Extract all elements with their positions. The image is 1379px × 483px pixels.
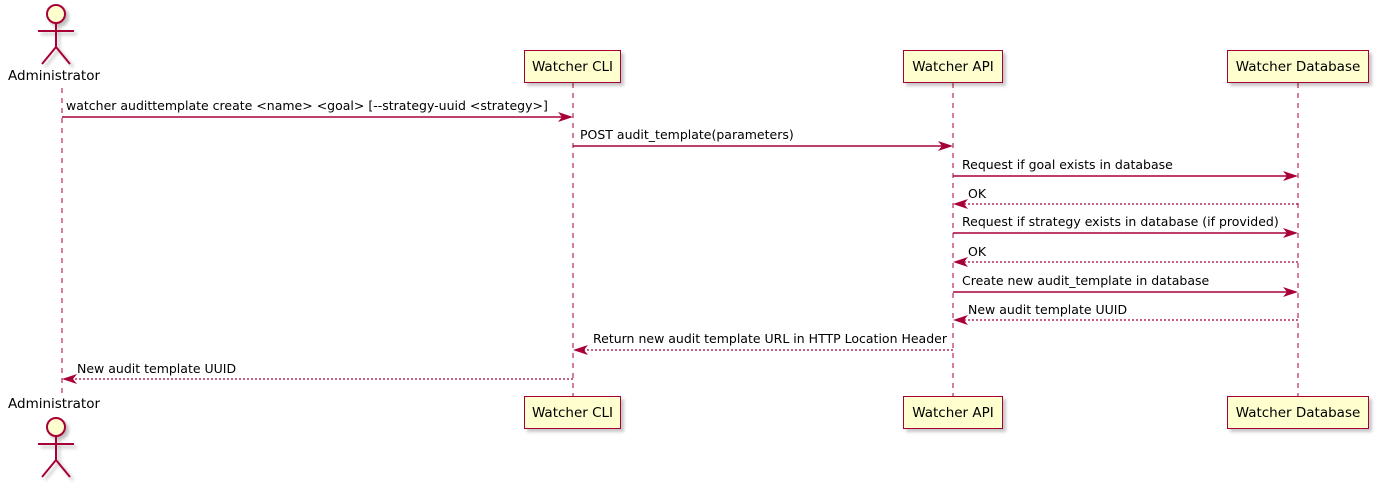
arrow-head-5 (1283, 228, 1298, 238)
arrow-head-1 (558, 112, 573, 122)
lifelines (61, 83, 1299, 396)
message-label-7: Create new audit_template in database (962, 273, 1210, 288)
message-label-2: POST audit_template(parameters) (580, 127, 794, 142)
actor-label-administrator-bottom: Administrator (8, 396, 101, 412)
message-label-1: watcher audittemplate create <name> <goa… (66, 98, 548, 113)
message-label-9: Return new audit template URL in HTTP Lo… (593, 331, 947, 346)
participant-label-watcher-api-bottom: Watcher API (912, 404, 994, 421)
arrow-head-8 (953, 315, 968, 325)
participant-box-watcher-database-top[interactable]: Watcher Database (1227, 50, 1369, 83)
participant-label-watcher-database-bottom: Watcher Database (1235, 404, 1361, 421)
arrow-head-7 (1283, 287, 1298, 297)
participant-box-watcher-database-bottom[interactable]: Watcher Database (1227, 396, 1369, 429)
message-label-8: New audit template UUID (968, 302, 1128, 317)
participant-box-watcher-api-top[interactable]: Watcher API (903, 50, 1003, 83)
participant-label-watcher-api-top: Watcher API (912, 58, 994, 75)
participant-box-watcher-cli-bottom[interactable]: Watcher CLI (524, 396, 621, 429)
arrow-head-4 (953, 199, 968, 209)
participant-box-watcher-cli-top[interactable]: Watcher CLI (524, 50, 621, 83)
participant-box-watcher-api-bottom[interactable]: Watcher API (903, 396, 1003, 429)
arrow-head-10 (62, 374, 77, 384)
arrow-head-6 (953, 257, 968, 267)
arrow-head-9 (573, 345, 588, 355)
actor-administrator-bottom-icon (38, 417, 74, 478)
message-label-4: OK (968, 186, 987, 201)
actor-label-administrator-top: Administrator (8, 68, 101, 84)
participant-label-watcher-cli-top: Watcher CLI (531, 58, 614, 75)
message-label-3: Request if goal exists in database (962, 157, 1173, 172)
message-arrows (62, 112, 1298, 384)
arrow-head-3 (1283, 171, 1298, 181)
participant-label-watcher-cli-bottom: Watcher CLI (531, 404, 614, 421)
message-label-10: New audit template UUID (77, 361, 237, 376)
arrow-head-2 (938, 141, 953, 151)
actor-administrator-top-icon (38, 4, 74, 65)
message-label-6: OK (968, 244, 987, 259)
participant-label-watcher-database-top: Watcher Database (1235, 58, 1361, 75)
message-label-5: Request if strategy exists in database (… (962, 214, 1279, 229)
